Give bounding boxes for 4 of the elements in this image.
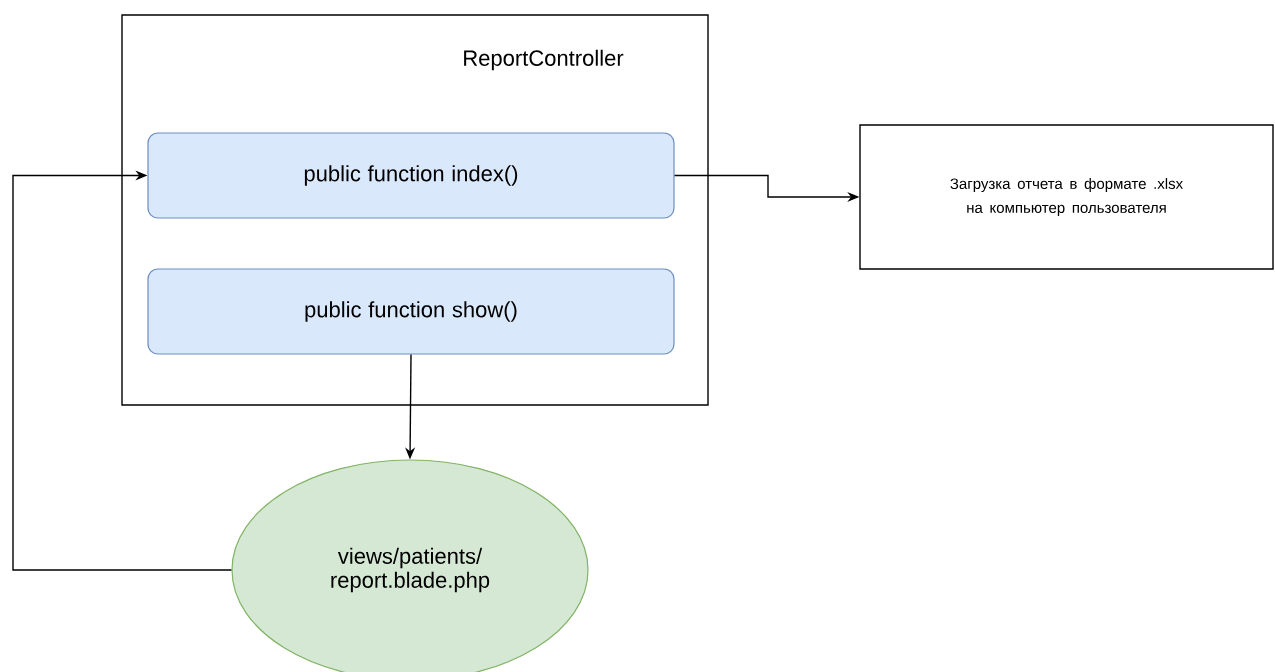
method-box: public function show() (147, 268, 675, 355)
arrow (12, 170, 233, 571)
process-box: Загрузка отчета в формате .xlsx на компьютер пользователя (859, 124, 1274, 270)
method-box: public function index() (147, 132, 675, 219)
